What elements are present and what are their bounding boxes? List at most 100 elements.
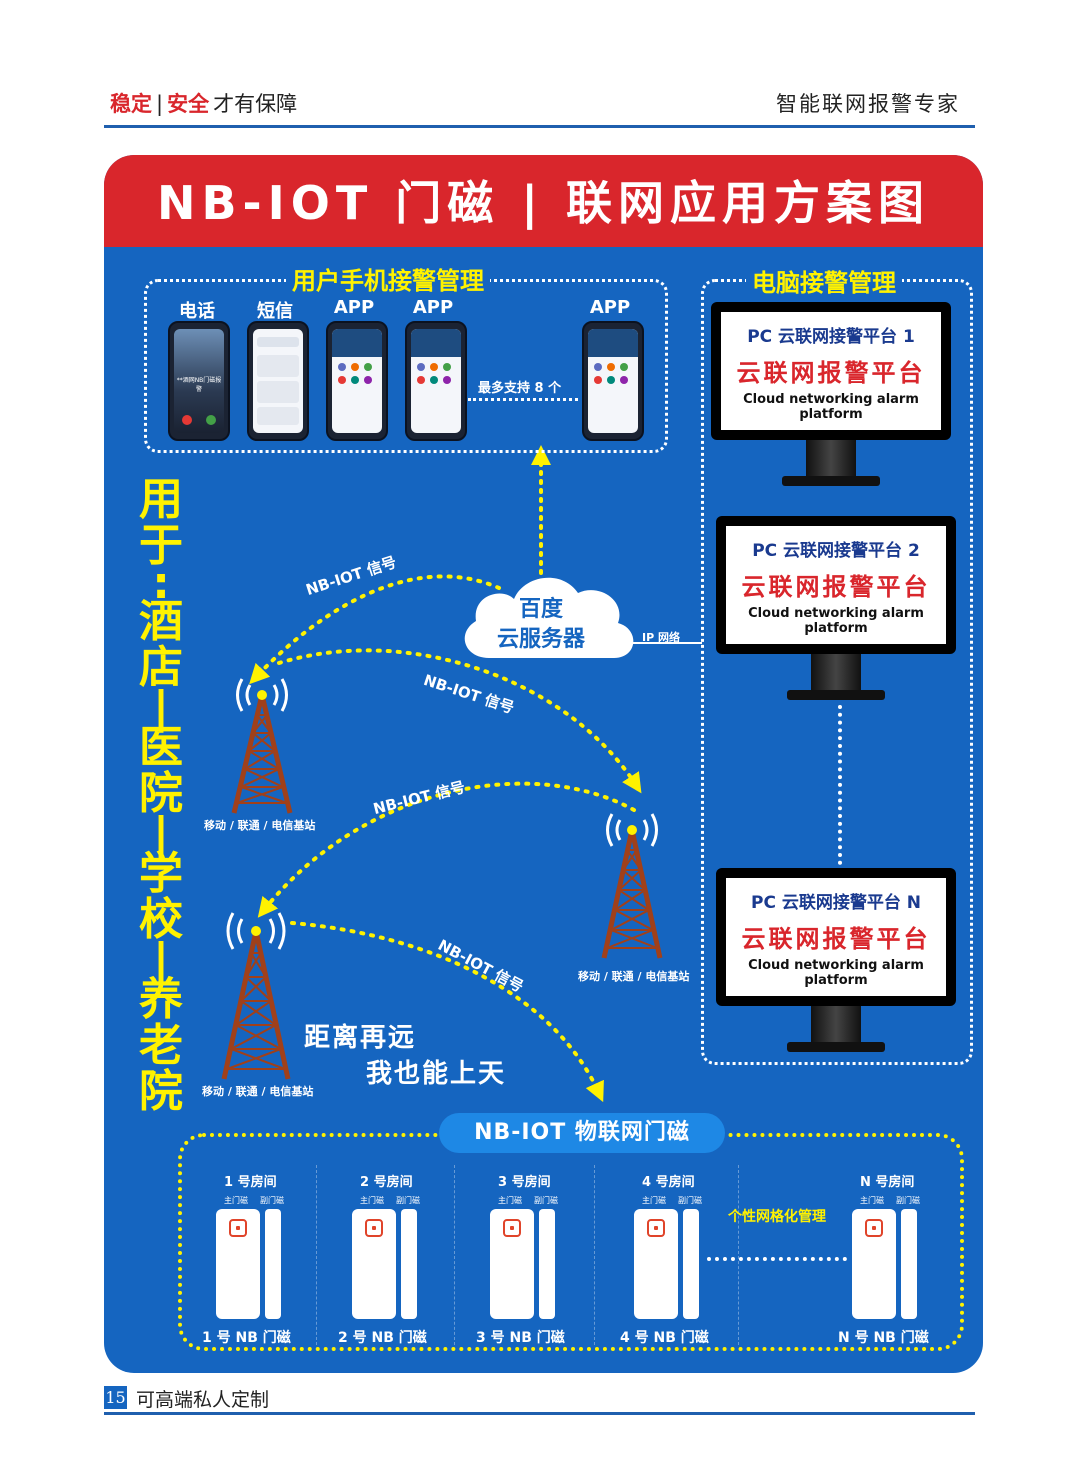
room-label: 4 号房间 [642, 1175, 695, 1190]
tower-2 [601, 813, 663, 959]
monitor-n-neck [811, 1006, 861, 1042]
page-number: 15 [104, 1386, 127, 1409]
usage-char: 校 [139, 894, 183, 945]
header-brand: 智能联网报警专家 [776, 92, 960, 116]
tagline-guarantee: 才有保障 [213, 92, 298, 116]
more-phones-dots [468, 398, 578, 401]
door-sensor-name: 4 号 NB 门磁 [620, 1330, 709, 1346]
mobile-section-label: 用户手机接警管理 [286, 261, 490, 296]
sub-mag-label: 副门磁 [678, 1196, 702, 1205]
signal-arc-2 [277, 648, 642, 794]
max-support-label: 最多支持 8 个 [478, 381, 562, 396]
room-label: N 号房间 [860, 1175, 915, 1190]
usage-char: 老 [139, 1020, 183, 1071]
sub-door-magnet [683, 1209, 699, 1319]
phone-label-app-2: APP [412, 297, 454, 318]
usage-char: : [152, 558, 170, 609]
usage-char: 学 [139, 848, 183, 899]
door-sensor-name: 1 号 NB 门磁 [202, 1330, 291, 1346]
monitor-2: PC 云联网接警平台 2 云联网报警平台 Cloud networking al… [716, 516, 956, 654]
door-section-label: NB-IOT 物联网门磁 [439, 1113, 725, 1153]
header-tagline: 稳定|安全才有保障 [110, 88, 297, 118]
connections-layer [221, 445, 702, 1103]
slogan-line1: 距离再远 [304, 1023, 417, 1053]
tower-1-label: 移动 / 联通 / 电信基站 [204, 819, 316, 832]
slogan-line2: 我也能上天 [366, 1059, 507, 1089]
room-label: 1 号房间 [224, 1175, 277, 1190]
usage-char: 酒 [139, 596, 183, 647]
room-label: 2 号房间 [360, 1175, 413, 1190]
cloud-line1: 百度 [518, 597, 563, 622]
sub-door-magnet [401, 1209, 417, 1319]
sub-mag-label: 副门磁 [896, 1196, 920, 1205]
usage-char: 店 [139, 642, 183, 693]
main-mag-label: 主门磁 [360, 1196, 384, 1205]
sub-door-magnet [539, 1209, 555, 1319]
footer-text: 可高端私人定制 [136, 1389, 270, 1411]
decline-icon [182, 415, 192, 425]
usage-char: 养 [139, 974, 183, 1025]
tower-3-label: 移动 / 联通 / 电信基站 [202, 1085, 314, 1098]
header-divider [104, 125, 975, 128]
monitor-n: PC 云联网接警平台 N 云联网报警平台 Cloud networking al… [716, 868, 956, 1006]
usage-char: 院 [139, 1066, 183, 1117]
pc-section-label: 电脑接警管理 [746, 263, 902, 298]
monitor-2-neck [811, 654, 861, 690]
sub-mag-label: 副门磁 [396, 1196, 420, 1205]
cloud-line2: 云服务器 [496, 627, 585, 652]
tower-3 [221, 912, 291, 1080]
usage-char: 医 [139, 722, 183, 773]
usage-char: | [152, 682, 170, 733]
monitor-2-platform: 云联网报警平台 [741, 573, 931, 601]
usage-char: 院 [139, 768, 183, 819]
phone-app-n [582, 321, 644, 441]
footer-divider [104, 1412, 975, 1415]
usage-char: 用 [139, 474, 183, 525]
main-door-magnet [352, 1209, 396, 1319]
tagline-sep: | [156, 92, 164, 116]
phone-app-2 [405, 321, 467, 441]
phone-sms [247, 321, 309, 441]
tower-1 [231, 678, 293, 814]
tagline-stable: 稳定 [110, 92, 152, 116]
sub-door-magnet [901, 1209, 917, 1319]
diagram-title: NB-IOT 门磁 | 联网应用方案图 [156, 176, 931, 230]
monitor-2-title: PC 云联网接警平台 2 [752, 541, 920, 561]
indicator-icon [229, 1219, 247, 1237]
accept-icon [206, 415, 216, 425]
monitor-1-title: PC 云联网接警平台 1 [747, 327, 915, 347]
cloud-server: 百度 云服务器 [482, 595, 600, 655]
monitor-1-english: Cloud networking alarm platform [743, 392, 919, 422]
phone-call: **酒网NB门磁报警 [168, 321, 230, 441]
signal-arc-1 [249, 574, 501, 685]
door-sensor-name: N 号 NB 门磁 [838, 1330, 929, 1346]
usage-char: | [152, 808, 170, 859]
usage-char: 于 [139, 520, 183, 571]
tower-2-label: 移动 / 联通 / 电信基站 [578, 970, 690, 983]
phone-label-call: 电话 [179, 301, 215, 322]
monitor-2-base [787, 690, 885, 700]
usage-vertical-text: 用于:酒店|医院|学校|养老院 [136, 477, 186, 1115]
main-mag-label: 主门磁 [498, 1196, 522, 1205]
diagram-panel: NB-IOT 门磁 | 联网应用方案图 [104, 155, 983, 1373]
title-banner [104, 155, 983, 247]
monitor-n-platform: 云联网报警平台 [741, 925, 931, 953]
signal-arc-4 [290, 921, 604, 1103]
phone-label-app-1: APP [333, 297, 375, 318]
tagline-safe: 安全 [167, 92, 210, 116]
indicator-icon [503, 1219, 521, 1237]
indicator-icon [365, 1219, 383, 1237]
room-divider [738, 1165, 739, 1345]
sub-mag-label: 副门磁 [260, 1196, 284, 1205]
main-door-magnet [216, 1209, 260, 1319]
door-sensor-name: 3 号 NB 门磁 [476, 1330, 565, 1346]
main-mag-label: 主门磁 [642, 1196, 666, 1205]
phone-label-app-n: APP [589, 297, 631, 318]
ip-network-label: IP 网络 [642, 631, 680, 644]
monitor-1-base [782, 476, 880, 486]
grid-management-note: 个性网格化管理 [728, 1209, 826, 1225]
monitor-1-neck [806, 440, 856, 476]
main-door-magnet [634, 1209, 678, 1319]
more-monitors-dots [838, 705, 842, 865]
room-divider [594, 1165, 595, 1345]
